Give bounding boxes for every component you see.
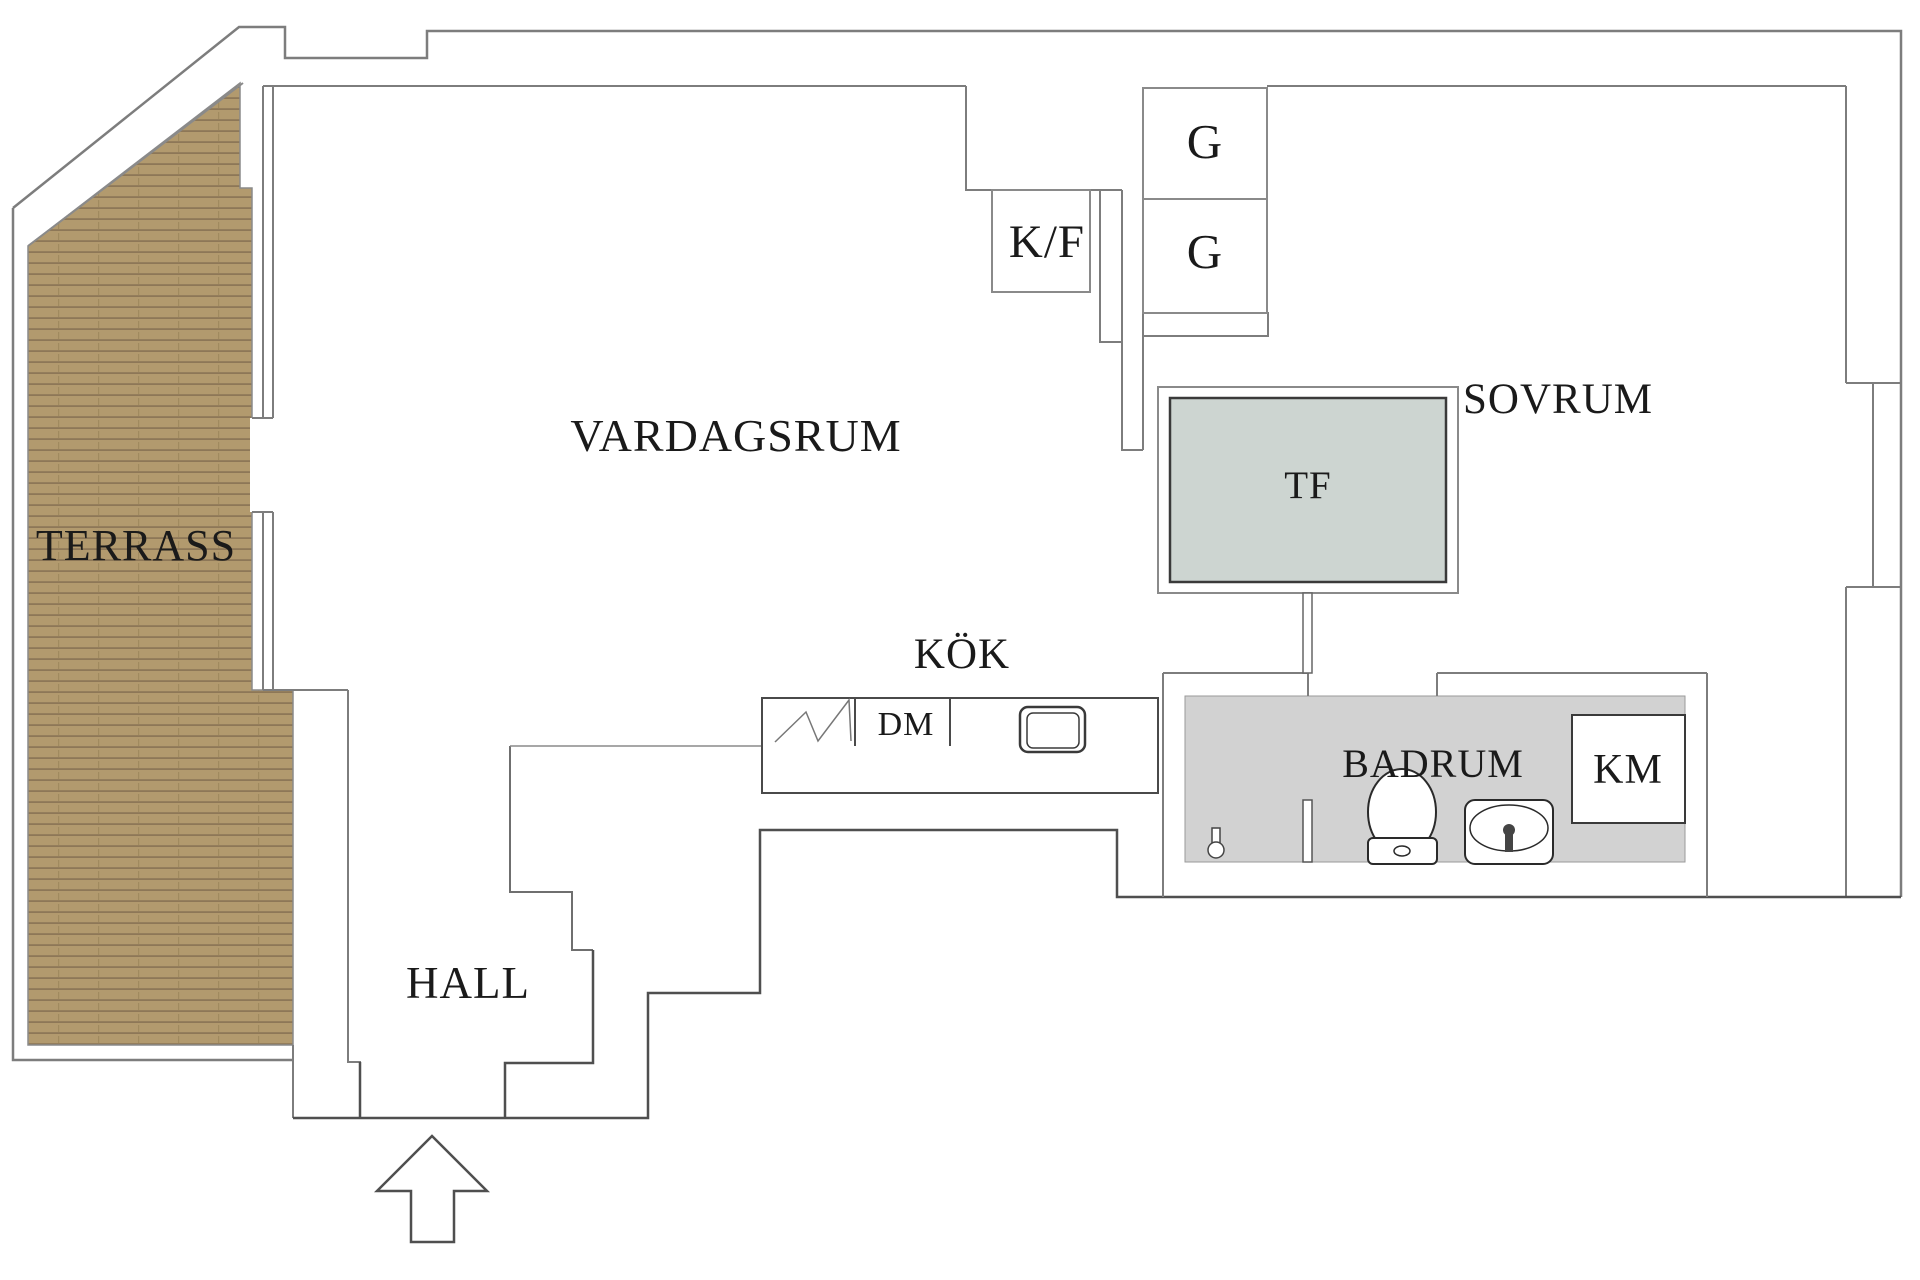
terrace-wall — [252, 86, 361, 1118]
kitchen-counter — [761, 697, 1159, 794]
toilet-brush — [1207, 827, 1225, 859]
bathroom-sink — [1464, 799, 1554, 865]
washing-machine-box — [1571, 714, 1686, 824]
fixture-label-wardrobe-1: G — [1187, 114, 1223, 169]
roof-window-glass — [1168, 396, 1448, 584]
fixture-label-dishwasher: DM — [878, 706, 935, 743]
room-label-living: VARDAGSRUM — [570, 410, 901, 461]
roof-slope-inner-edge — [27, 82, 244, 247]
shower-screen — [1302, 799, 1313, 863]
stove-symbol — [774, 697, 852, 743]
fixture-label-washing-machine: KM — [1593, 747, 1663, 793]
kitchen-sink — [1018, 705, 1087, 754]
entrance-arrow — [373, 1134, 491, 1244]
wardrobe-boxes — [1142, 87, 1268, 314]
partition-walls — [1099, 88, 1269, 451]
interior-walls — [263, 85, 1847, 897]
fixture-label-fridge-freezer: K/F — [1009, 216, 1085, 268]
bathroom-walls — [1162, 672, 1708, 897]
fixture-label-roof-window: TF — [1284, 464, 1332, 507]
outer-walls — [11, 25, 1903, 1062]
roof-window-box — [1157, 386, 1459, 594]
terrace-door-opening — [250, 418, 274, 512]
room-label-terrace: TERRASS — [36, 521, 236, 570]
room-label-hall: HALL — [406, 958, 530, 1008]
bedroom-window — [1846, 382, 1901, 588]
hall-step-walls — [509, 746, 593, 951]
sink-tap-head — [1503, 824, 1515, 836]
sink-tap — [1505, 830, 1513, 852]
room-label-bedroom: SOVRUM — [1463, 376, 1653, 423]
fridge-freezer-box — [991, 189, 1091, 293]
fixture-label-wardrobe-2: G — [1187, 224, 1223, 279]
bathroom-door-leaf — [1302, 592, 1313, 674]
room-label-kitchen: KÖK — [914, 631, 1010, 678]
south-walls — [293, 828, 1901, 1120]
toilet — [1367, 768, 1438, 865]
room-label-bathroom: BADRUM — [1342, 741, 1524, 786]
